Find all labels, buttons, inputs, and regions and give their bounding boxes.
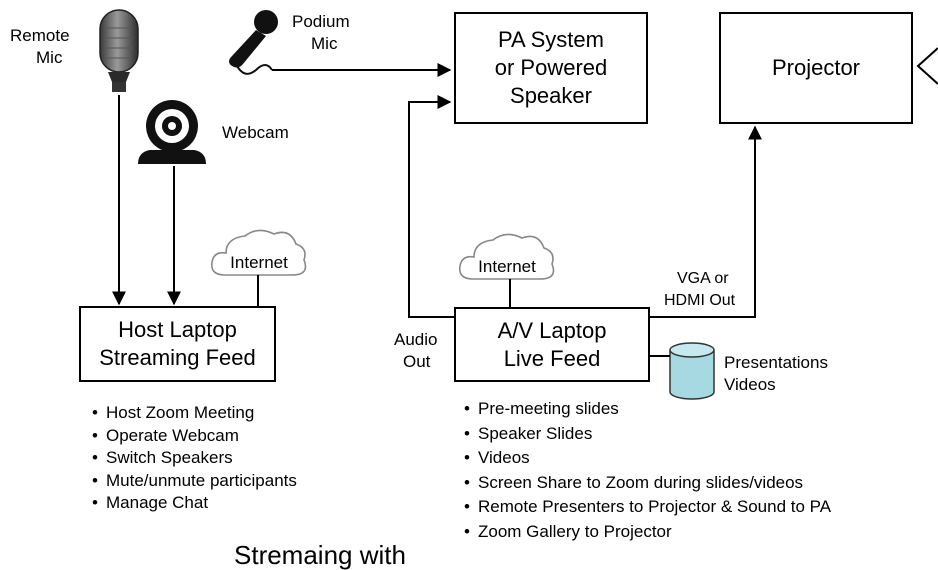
av-title-line2: Live Feed: [503, 345, 601, 371]
av-title-line1: A/V Laptop: [497, 317, 607, 343]
av-video-to-projector-arrow: [650, 125, 762, 318]
videos-label: Videos: [724, 375, 776, 394]
presentations-label: Presentations: [724, 353, 828, 372]
webcam-icon: [138, 100, 206, 164]
av-audio-to-pa-arrow: [408, 95, 454, 318]
remote-mic-label-line1: Remote: [10, 26, 70, 45]
internet-label-left: Internet: [230, 253, 288, 272]
pa-title-line1: PA System: [498, 27, 604, 52]
vga-hdmi-label-line1: VGA or: [677, 270, 729, 287]
host-task-item: Manage Chat: [90, 492, 297, 515]
webcam-label: Webcam: [222, 123, 289, 142]
av-task-item: Pre-meeting slides: [462, 397, 831, 422]
av-task-item: Videos: [462, 446, 831, 471]
host-task-list: Host Zoom Meeting Operate Webcam Switch …: [90, 402, 297, 515]
host-task-item: Host Zoom Meeting: [90, 402, 297, 425]
host-title-line1: Host Laptop: [118, 317, 237, 342]
host-title-line2: Streaming Feed: [99, 345, 256, 370]
pa-system-box: PA System or Powered Speaker: [454, 12, 648, 124]
projector-box: Projector: [719, 12, 913, 124]
host-task-item: Operate Webcam: [90, 425, 297, 448]
internet-cloud-left: [210, 229, 307, 276]
remote-mic-icon: [99, 9, 139, 92]
diagram-canvas: [99, 9, 938, 400]
database-icon: [669, 342, 715, 400]
internet-label-right: Internet: [478, 257, 536, 276]
podium-mic-icon: [229, 10, 278, 75]
host-laptop-box: Host Laptop Streaming Feed: [79, 306, 276, 382]
av-laptop-box: A/V Laptop Live Feed: [454, 307, 650, 382]
av-task-list: Pre-meeting slides Speaker Slides Videos…: [462, 397, 831, 544]
host-task-item: Switch Speakers: [90, 447, 297, 470]
audio-out-label-line2: Out: [403, 352, 431, 371]
podium-mic-label-line2: Mic: [311, 34, 338, 53]
remote-mic-label-line2: Mic: [36, 48, 63, 67]
projector-title: Projector: [771, 55, 861, 80]
pa-title-line2: or Powered: [494, 55, 608, 80]
audio-out-label-line1: Audio: [394, 330, 438, 349]
host-task-item: Mute/unmute participants: [90, 470, 297, 493]
podium-mic-label-line1: Podium: [292, 12, 350, 31]
pa-title-line3: Speaker: [510, 83, 592, 108]
vga-hdmi-label-line2: HDMI Out: [664, 292, 736, 309]
av-task-item: Zoom Gallery to Projector: [462, 520, 831, 545]
cut-off-caption: Stremaing with: [234, 540, 406, 570]
av-task-item: Speaker Slides: [462, 422, 831, 447]
av-task-item: Remote Presenters to Projector & Sound t…: [462, 495, 831, 520]
internet-cloud-right: [458, 233, 555, 280]
av-task-item: Screen Share to Zoom during slides/video…: [462, 471, 831, 496]
projector-lens-icon: [916, 47, 938, 85]
